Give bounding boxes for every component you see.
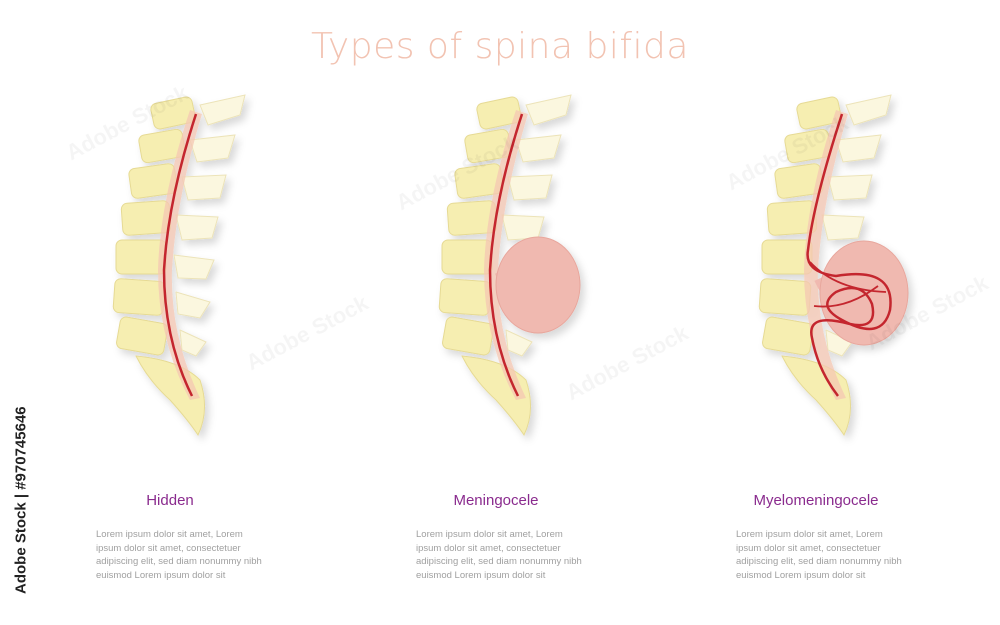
- stock-id-watermark: Adobe Stock | #970745646: [12, 406, 30, 595]
- description-meningocele: Lorem ipsum dolor sit amet, Lorem ipsum …: [416, 529, 582, 581]
- description-hidden: Lorem ipsum dolor sit amet, Lorem ipsum …: [96, 529, 262, 581]
- myelomeningocele-spine-illustration: [758, 94, 909, 437]
- panel-hidden: Hidden Lorem ipsum dolor sit amet, Lorem…: [40, 0, 300, 625]
- label-myelomeningocele: Myelomeningocele: [753, 492, 879, 509]
- label-hidden: Hidden: [146, 492, 194, 509]
- diagram-title: Types of spina bifida: [311, 26, 689, 67]
- panel-meningocele: Meningocele Lorem ipsum dolor sit amet, …: [366, 0, 626, 625]
- description-myelomeningocele: Lorem ipsum dolor sit amet, Lorem ipsum …: [736, 529, 902, 581]
- panel-myelomeningocele: Myelomeningocele Lorem ipsum dolor sit a…: [686, 0, 946, 625]
- meningocele-spine-illustration: [438, 94, 581, 437]
- label-meningocele: Meningocele: [453, 492, 539, 509]
- hidden-spine-illustration: [112, 94, 246, 437]
